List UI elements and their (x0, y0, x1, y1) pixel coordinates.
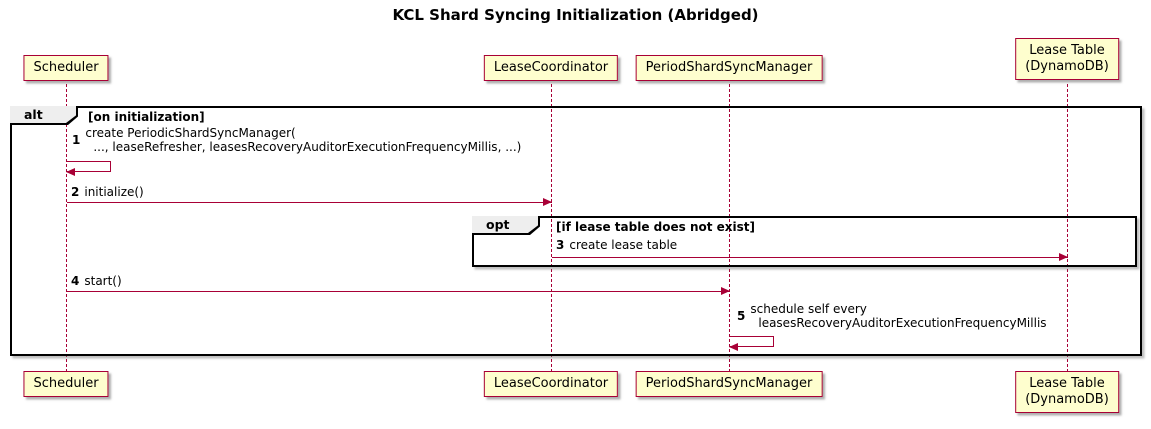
message-5: 5 schedule self every leasesRecoveryAudi… (737, 302, 1047, 330)
lifeline-period-shard-sync-manager (729, 84, 730, 372)
message-number: 1 (72, 133, 81, 147)
message-2: 2 initialize() (71, 185, 144, 199)
message-4: 4 start() (71, 274, 122, 288)
participant-label: (DynamoDB) (1025, 392, 1109, 407)
message-text: leasesRecoveryAuditorExecutionFrequencyM… (758, 316, 1047, 330)
lifeline-lease-table (1067, 84, 1068, 372)
alt-frame-tab: alt (10, 106, 78, 125)
participant-lease-table-bottom: Lease Table (DynamoDB) (1015, 371, 1119, 413)
participant-label: (DynamoDB) (1025, 59, 1109, 74)
message-5-self-arrow (729, 336, 774, 351)
participant-label: Lease Table (1029, 376, 1105, 391)
message-3: 3 create lease table (556, 238, 677, 252)
participant-label: Lease Table (1029, 43, 1105, 58)
participant-label: PeriodShardSyncManager (645, 60, 813, 75)
message-text: create lease table (569, 238, 678, 252)
lifeline-scheduler (66, 84, 67, 372)
alt-frame: alt [on initialization] (10, 106, 1142, 356)
message-text: ..., leaseRefresher, leasesRecoveryAudit… (93, 140, 522, 154)
participant-scheduler-top: Scheduler (23, 55, 109, 81)
message-number: 3 (556, 238, 565, 252)
message-number: 5 (737, 309, 746, 323)
participant-period-shard-sync-manager-top: PeriodShardSyncManager (635, 55, 823, 81)
message-text: create PeriodicShardSyncManager( (85, 126, 296, 140)
opt-frame-tab: opt (472, 216, 540, 235)
alt-frame-condition: [on initialization] (88, 110, 205, 124)
participant-label: LeaseCoordinator (493, 376, 609, 391)
message-2-arrow (67, 198, 552, 206)
message-3-arrow (552, 253, 1068, 261)
message-text: schedule self every (750, 302, 867, 316)
alt-frame-tab-label: alt (10, 106, 76, 123)
message-number: 4 (71, 274, 80, 288)
participant-label: LeaseCoordinator (493, 60, 609, 75)
message-text: start() (84, 274, 122, 288)
message-4-arrow (67, 287, 730, 295)
participant-scheduler-bottom: Scheduler (23, 371, 109, 397)
message-text: initialize() (84, 185, 144, 199)
participant-lease-coordinator-top: LeaseCoordinator (483, 55, 619, 81)
message-number: 2 (71, 185, 80, 199)
participant-label: Scheduler (33, 376, 99, 391)
diagram-title: KCL Shard Syncing Initialization (Abridg… (392, 6, 759, 24)
opt-frame-condition: [if lease table does not exist] (556, 220, 756, 234)
participant-label: PeriodShardSyncManager (645, 376, 813, 391)
message-1: 1 create PeriodicShardSyncManager( ..., … (72, 126, 521, 154)
participant-label: Scheduler (33, 60, 99, 75)
participant-lease-table-top: Lease Table (DynamoDB) (1015, 38, 1119, 80)
participant-lease-coordinator-bottom: LeaseCoordinator (483, 371, 619, 397)
opt-frame: opt [if lease table does not exist] (472, 216, 1137, 267)
lifeline-lease-coordinator (551, 84, 552, 372)
message-1-self-arrow (66, 161, 111, 176)
participant-period-shard-sync-manager-bottom: PeriodShardSyncManager (635, 371, 823, 397)
opt-frame-tab-label: opt (472, 216, 538, 233)
